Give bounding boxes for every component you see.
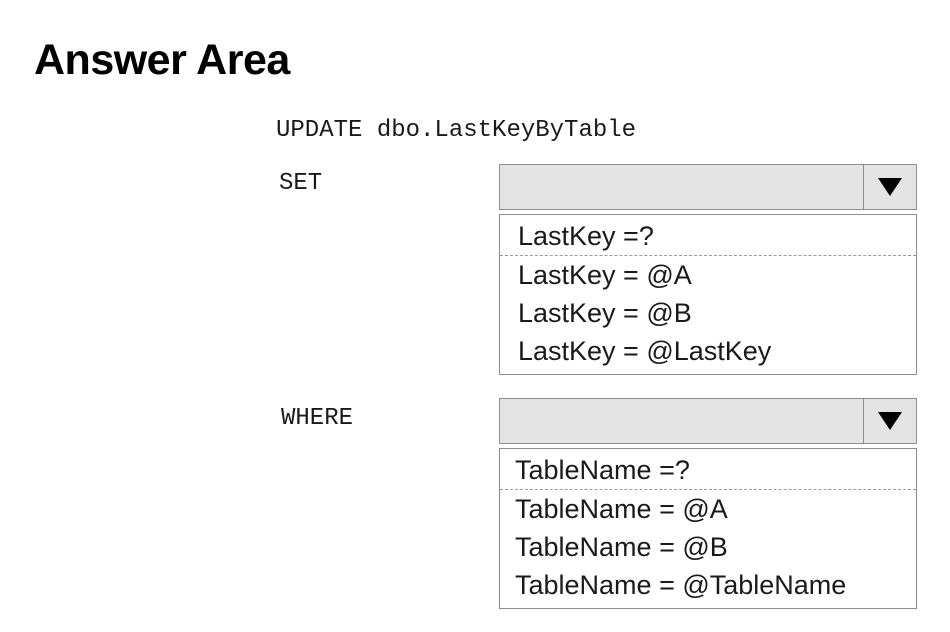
- triangle-down-icon: [878, 412, 902, 430]
- set-option-lastkey-b[interactable]: LastKey = @B: [518, 298, 692, 328]
- set-dropdown[interactable]: LastKey =? LastKey = @A LastKey = @B Las…: [499, 164, 917, 375]
- set-option-lastkey-lastkey[interactable]: LastKey = @LastKey: [518, 336, 772, 366]
- where-dropdown-selected-field[interactable]: [499, 398, 917, 444]
- set-keyword: SET: [279, 170, 323, 197]
- where-list-bottom-padding: [500, 604, 916, 608]
- where-dropdown-options-list: TableName =? TableName = @A TableName = …: [499, 448, 917, 609]
- update-statement-line: UPDATE dbo.LastKeyByTable: [276, 117, 637, 144]
- set-dropdown-toggle-button[interactable]: [863, 165, 916, 209]
- triangle-down-icon: [878, 178, 902, 196]
- where-option-tablename-question[interactable]: TableName =?: [500, 449, 916, 490]
- answer-area-title: Answer Area: [34, 36, 290, 84]
- set-dropdown-selected-field[interactable]: [499, 164, 917, 210]
- where-dropdown-toggle-button[interactable]: [863, 399, 916, 443]
- where-option-tablename-a[interactable]: TableName = @A: [515, 494, 728, 524]
- set-option-lastkey-a[interactable]: LastKey = @A: [518, 260, 692, 290]
- where-option-tablename-b[interactable]: TableName = @B: [515, 532, 728, 562]
- where-dropdown[interactable]: TableName =? TableName = @A TableName = …: [499, 398, 917, 609]
- set-list-bottom-padding: [500, 370, 916, 374]
- where-option-tablename-tablename[interactable]: TableName = @TableName: [515, 570, 847, 600]
- set-dropdown-options-list: LastKey =? LastKey = @A LastKey = @B Las…: [499, 214, 917, 375]
- where-keyword: WHERE: [281, 405, 354, 432]
- set-option-lastkey-question[interactable]: LastKey =?: [500, 215, 916, 256]
